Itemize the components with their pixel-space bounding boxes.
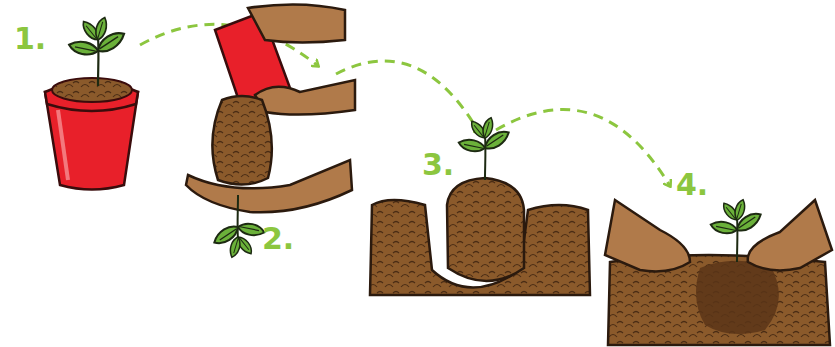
flow-arrows <box>140 24 670 186</box>
potted-seedling <box>45 16 138 189</box>
step-number: 3. <box>422 150 454 180</box>
seedling-planted <box>605 198 832 345</box>
step-number: 2. <box>262 224 294 254</box>
step-number: 1. <box>14 24 46 54</box>
hands-removing-pot <box>186 4 355 258</box>
step-number: 4. <box>676 170 708 200</box>
seedling-in-hole <box>370 116 590 295</box>
